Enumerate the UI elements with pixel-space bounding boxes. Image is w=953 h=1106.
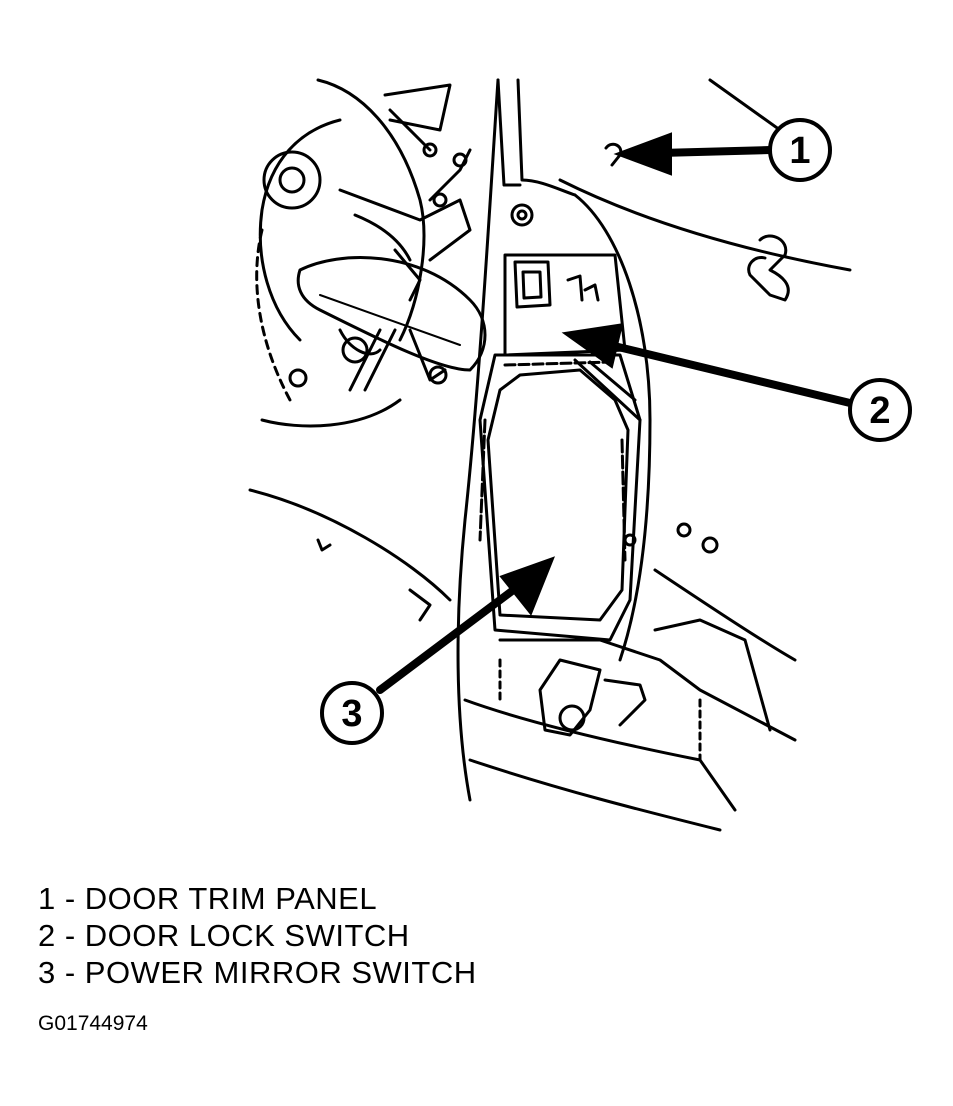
trim-clip [604, 142, 790, 302]
speaker-assembly [255, 78, 487, 428]
callout-2-number: 2 [869, 390, 890, 432]
legend-item: 2 - DOOR LOCK SWITCH [38, 918, 410, 953]
callout-1: 1 [768, 118, 832, 182]
door-lock-switch-housing [503, 253, 627, 357]
callout-3-leader [376, 581, 524, 694]
callout-2-leader [606, 341, 854, 407]
callout-1-leader [656, 146, 774, 157]
legend-item: 1 - DOOR TRIM PANEL [38, 881, 378, 916]
callout-3-arrowhead [499, 556, 556, 616]
figure-code: G01744974 [38, 1012, 148, 1035]
legend: 1 - DOOR TRIM PANEL 2 - DOOR LOCK SWITCH… [38, 880, 477, 991]
callout-3: 3 [320, 681, 384, 745]
door-trim-diagram: 1 2 3 [248, 78, 912, 832]
power-mirror-switch-bezel [478, 353, 642, 642]
callout-1-arrowhead [613, 132, 672, 176]
callout-1-number: 1 [789, 130, 810, 172]
callout-2: 2 [848, 378, 912, 442]
callout-3-number: 3 [341, 693, 362, 735]
leader-arrows [376, 132, 854, 694]
callout-2-arrowhead [561, 323, 624, 369]
door-pull-handle [538, 658, 647, 737]
legend-item: 3 - POWER MIRROR SWITCH [38, 955, 477, 990]
